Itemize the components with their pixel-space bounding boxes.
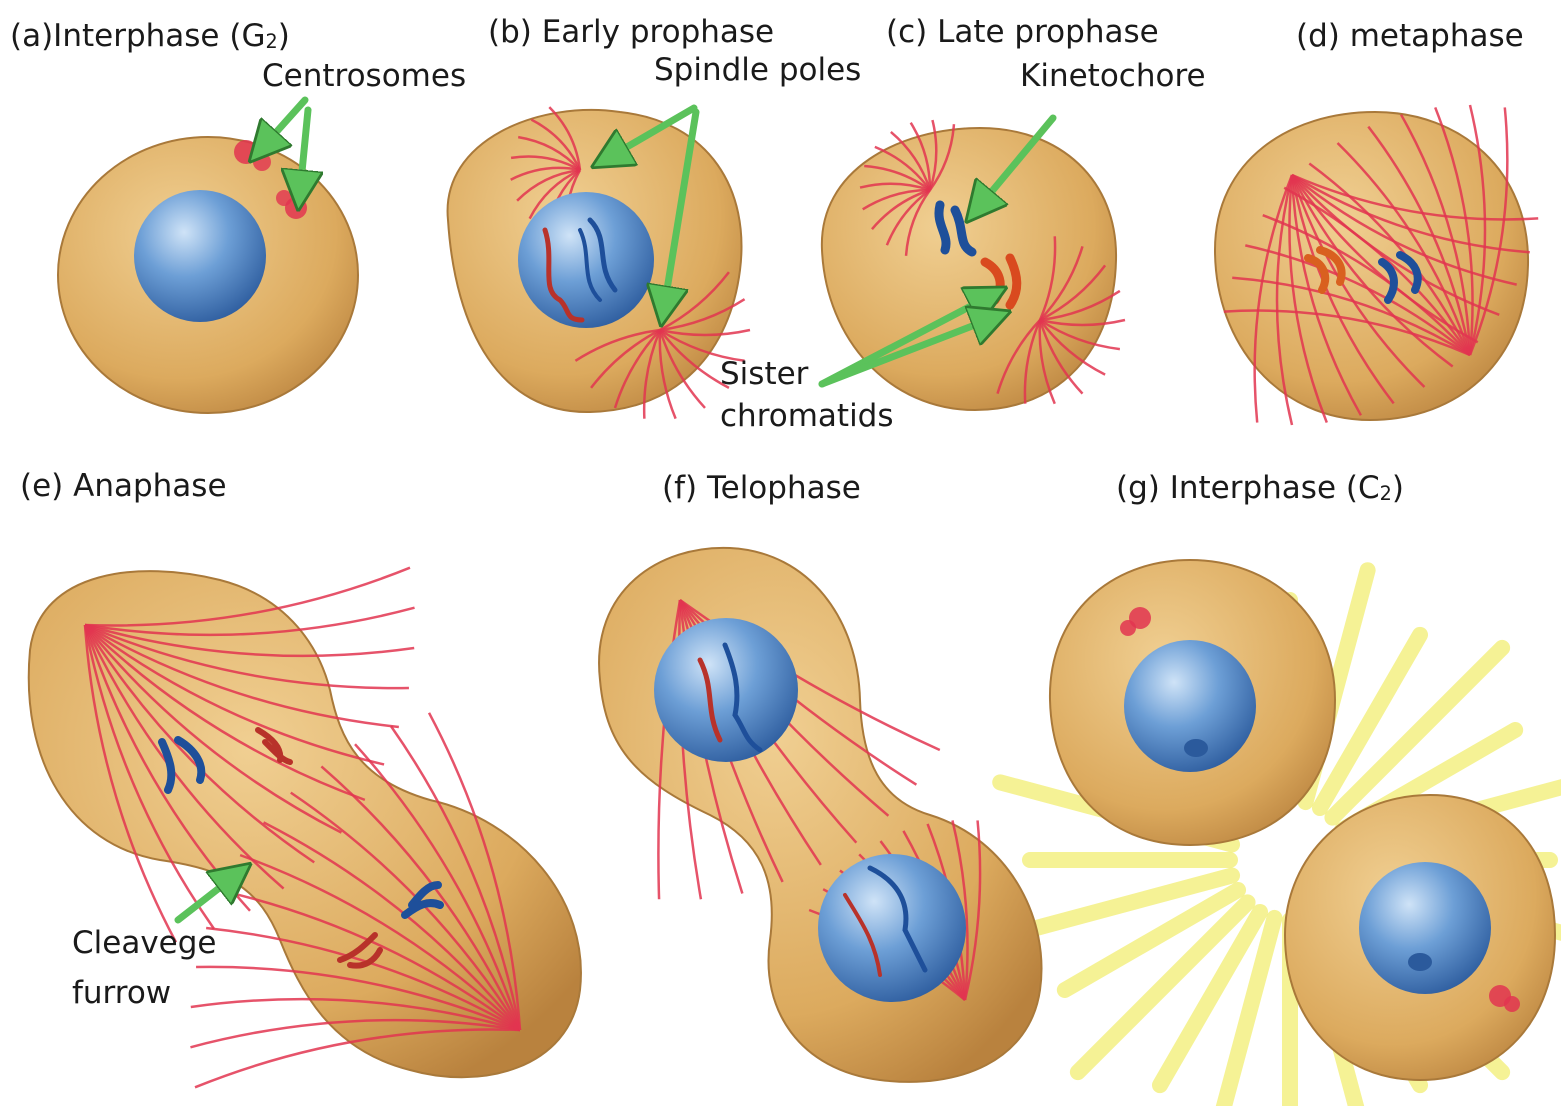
arrow-centrosome-1 (262, 100, 305, 148)
stage-label-g: (g) Interphase (C2) (1116, 470, 1404, 506)
stage-label-f: (f) Telophase (662, 470, 861, 506)
arrow-cleavage-furrow (178, 875, 236, 920)
stage-label-a: (a)Interphase (G2) (10, 18, 290, 54)
label-spindle-poles: Spindle poles (654, 52, 861, 88)
label-cleavage-line2: furrow (72, 975, 171, 1011)
nucleus (654, 618, 798, 762)
label-sister-line2: chromatids (720, 398, 894, 434)
cell-d-metaphase (1215, 105, 1538, 425)
label-sister-line1: Sister (720, 356, 808, 392)
cell-g-daughter-bottom (1285, 795, 1555, 1080)
label-centrosomes: Centrosomes (262, 58, 466, 94)
nucleus (1359, 862, 1491, 994)
nucleus (818, 854, 966, 1002)
label-kinetochore: Kinetochore (1020, 58, 1206, 94)
label-cleavage-line1: Cleavege (72, 925, 217, 961)
cell-g-daughter-top (1050, 560, 1335, 845)
stage-label-c: (c) Late prophase (886, 14, 1159, 50)
stage-label-b: (b) Early prophase (488, 14, 774, 50)
nucleolus (1408, 953, 1432, 971)
cell-b-early-prophase (448, 107, 750, 419)
stage-label-e: (e) Anaphase (20, 468, 227, 504)
nucleus (134, 190, 266, 322)
cell-f-telophase (599, 548, 1041, 1082)
nucleolus (1184, 739, 1208, 757)
cell-a-interphase (58, 137, 358, 413)
stage-label-d: (d) metaphase (1296, 18, 1524, 54)
